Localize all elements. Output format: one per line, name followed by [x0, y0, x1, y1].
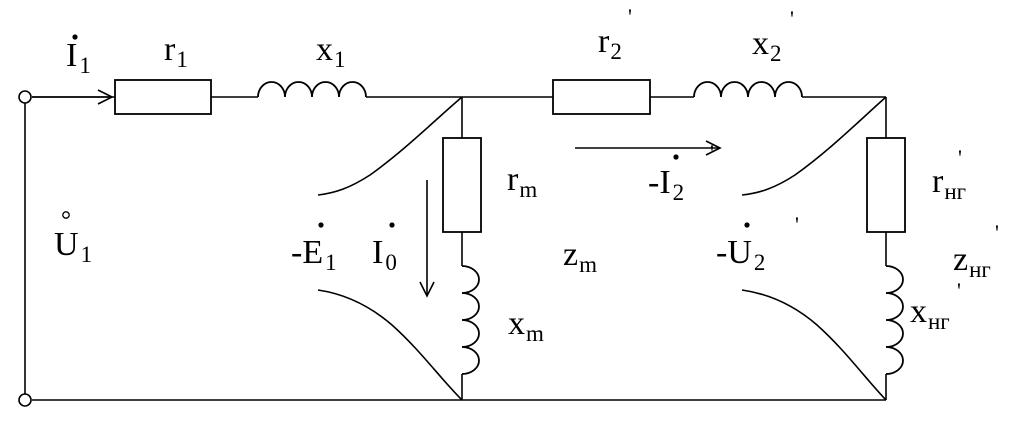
input-terminal-bottom: [18, 393, 32, 407]
svg-text:-U2: -U2: [716, 234, 765, 275]
label-i0: I0: [372, 222, 397, 275]
svg-text:': ': [790, 6, 794, 31]
label-minus-u2-prime: -U2 ': [716, 212, 799, 275]
current-arrow-i1: [32, 89, 114, 105]
voltage-curve-u2-lower: [741, 289, 887, 401]
current-arrow-i0: [419, 180, 435, 298]
svg-text:zнг: zнг: [953, 241, 991, 282]
label-x-ng-prime: xнг ': [910, 278, 961, 334]
voltage-curve-e1-upper: [317, 96, 463, 196]
label-minus-i2-prime: -I2 ': [648, 140, 714, 205]
svg-text:x2: x2: [752, 25, 782, 66]
dot-mark: [389, 222, 395, 228]
svg-text:': ': [628, 4, 632, 29]
resistor-r1: [114, 79, 212, 115]
inductor-xng: [885, 265, 904, 375]
input-terminal-top: [18, 90, 32, 104]
label-x2-prime: x2 ': [752, 6, 794, 66]
dot-mark: [673, 154, 679, 160]
inductor-xm: [461, 265, 480, 375]
svg-text:xнг: xнг: [910, 293, 950, 334]
voltage-curve-u2-upper: [741, 96, 887, 196]
dot-mark: [744, 222, 750, 228]
label-zm: zm: [563, 236, 597, 277]
svg-text:x1: x1: [316, 31, 346, 72]
ring-mark: [62, 211, 70, 219]
dot-mark: [318, 222, 324, 228]
resistor-r2: [552, 79, 651, 115]
svg-text:': ': [995, 220, 999, 245]
svg-text:I0: I0: [372, 234, 397, 275]
label-minus-e1: -E1: [291, 222, 337, 275]
label-xm: xm: [508, 305, 544, 346]
svg-text:-I2: -I2: [648, 164, 684, 205]
svg-text:xm: xm: [508, 305, 544, 346]
svg-text:': ': [958, 145, 962, 170]
label-u1: U1: [54, 211, 92, 267]
label-r2-prime: r2 ': [598, 4, 632, 64]
svg-text:I1: I1: [66, 37, 91, 78]
svg-text:r1: r1: [164, 31, 188, 72]
voltage-curve-e1-lower: [317, 289, 463, 401]
current-arrow-i2: [575, 140, 722, 156]
label-rm: rm: [507, 161, 537, 202]
svg-text:-E1: -E1: [291, 234, 337, 275]
inductor-x1: [257, 81, 367, 98]
label-i1: I1: [66, 34, 91, 78]
svg-text:': ': [710, 140, 714, 165]
svg-text:r2: r2: [598, 23, 622, 64]
wires: [24, 96, 887, 401]
svg-text:rнг: rнг: [932, 163, 966, 204]
label-r1: r1: [164, 31, 188, 72]
inductor-x2: [693, 81, 803, 98]
svg-text:': ': [795, 212, 799, 237]
svg-text:U1: U1: [54, 226, 92, 267]
resistor-rm: [442, 137, 482, 233]
svg-text:': ': [957, 278, 961, 303]
label-z-ng-prime: zнг ': [953, 220, 999, 282]
dot-mark: [72, 34, 78, 40]
label-r-ng-prime: rнг ': [932, 145, 966, 204]
label-x1: x1: [316, 31, 346, 72]
resistor-rng: [866, 137, 906, 233]
svg-text:rm: rm: [507, 161, 537, 202]
svg-text:zm: zm: [563, 236, 597, 277]
